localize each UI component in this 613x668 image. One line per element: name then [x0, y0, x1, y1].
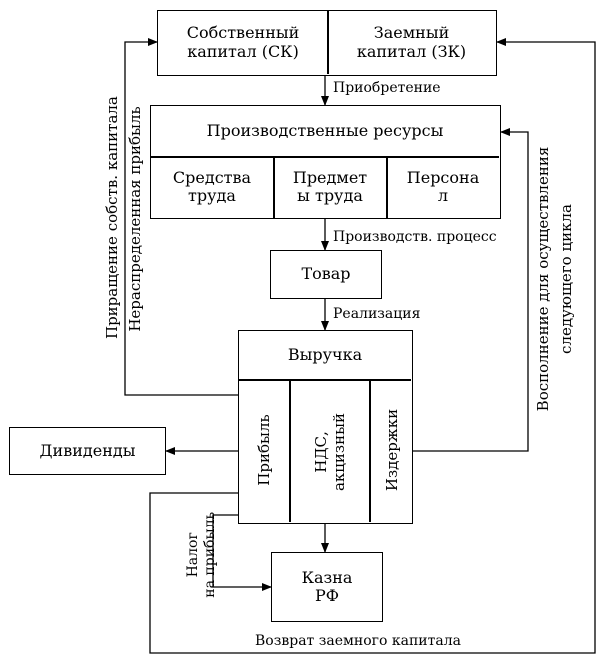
resource-objects-of-labor: Предмет ы труда — [292, 167, 368, 205]
divider — [151, 156, 499, 158]
divider — [273, 157, 275, 218]
acquisition-label: Приобретение — [333, 80, 441, 96]
revenue-part-vat: НДС, акцизный — [312, 412, 348, 492]
divider — [369, 380, 371, 522]
divider — [239, 379, 411, 381]
divider — [327, 11, 329, 74]
arrow-profit-tax — [212, 514, 272, 591]
divider — [289, 380, 291, 522]
capital-box: Собственный капитал (СК) Заемный капитал… — [157, 10, 497, 76]
resources-title: Производственные ресурсы — [206, 120, 444, 140]
dividends-box: Дивиденды — [9, 427, 166, 475]
sale-label: Реализация — [333, 306, 421, 322]
next-cycle-label: следующего цикла — [557, 204, 575, 354]
treasury-box: Казна РФ — [271, 552, 383, 622]
resource-means-of-labor: Средства труда — [172, 167, 252, 205]
arrow-return-borrowed — [149, 38, 596, 654]
resource-personnel: Персона л — [406, 167, 480, 205]
arrow-own-capital-growth — [124, 38, 238, 396]
revenue-box: Выручка Прибыль НДС, акцизный Издержки — [238, 330, 413, 524]
retained-earnings-label: Нераспределенная прибыль — [126, 106, 144, 332]
resources-box: Производственные ресурсы Средства труда … — [150, 105, 501, 219]
goods-box: Товар — [270, 250, 382, 299]
process-label: Производств. процесс — [333, 229, 497, 245]
return-borrowed-label: Возврат заемного капитала — [255, 633, 461, 649]
profit-tax-label: Налог на прибыль — [185, 511, 218, 598]
arrow-replenishment — [410, 128, 529, 452]
revenue-title: Выручка — [287, 344, 363, 364]
own-capital-growth-label: Приращение собств. капитала — [103, 96, 121, 339]
own-capital: Собственный капитал (СК) — [186, 23, 300, 61]
revenue-part-profit: Прибыль — [255, 414, 273, 486]
revenue-part-costs: Издержки — [383, 408, 401, 492]
divider — [386, 157, 388, 218]
replenishment-label: Восполнение для осуществления — [534, 146, 552, 412]
borrowed-capital: Заемный капитал (ЗК) — [356, 23, 467, 61]
